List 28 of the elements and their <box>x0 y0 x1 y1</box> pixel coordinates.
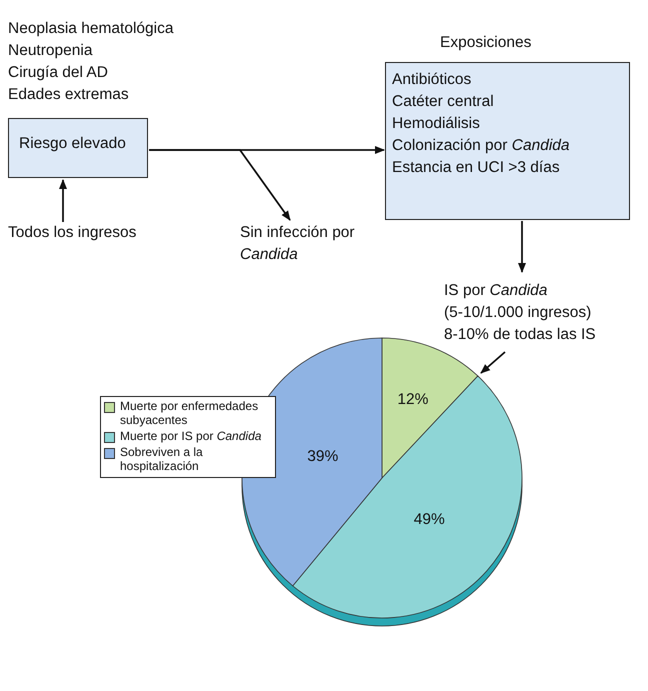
process-box <box>8 118 148 178</box>
legend-label: Muerte por IS por Candida <box>120 429 262 443</box>
box-text: Colonización por Candida <box>392 136 571 156</box>
risk-factor-text: Neoplasia hematológica <box>8 19 174 39</box>
text-label: IS por Candida <box>444 281 548 301</box>
box-text: Riesgo elevado <box>19 134 127 154</box>
risk-factor-text: Edades extremas <box>8 85 129 105</box>
arrow <box>59 179 67 222</box>
box-heading: Exposiciones <box>440 33 532 53</box>
text-label: Todos los ingresos <box>8 223 136 243</box>
arrow <box>149 149 291 221</box>
risk-factor-text: Neutropenia <box>8 41 92 61</box>
box-text: Antibióticos <box>392 70 472 90</box>
slice-value-label: 12% <box>397 390 428 410</box>
risk-factor-text: Cirugía del AD <box>8 63 108 83</box>
slice-value-label: 49% <box>414 510 445 530</box>
arrow <box>518 221 526 273</box>
legend-label: Sobreviven a la hospitalización <box>120 445 204 473</box>
text-label: Sin infección por Candida <box>240 223 356 265</box>
box-text: Estancia en UCI >3 días <box>392 158 561 178</box>
text-label: 8-10% de todas las IS <box>444 325 596 345</box>
legend-label: Muerte por enfermedades subyacentes <box>120 399 260 427</box>
process-box <box>385 62 630 220</box>
box-text: Hemodiálisis <box>392 114 481 134</box>
pointer-arrow <box>480 351 506 374</box>
text-label: (5-10/1.000 ingresos) <box>444 303 592 323</box>
slice-value-label: 39% <box>307 446 338 467</box>
box-text: Catéter central <box>392 92 495 112</box>
